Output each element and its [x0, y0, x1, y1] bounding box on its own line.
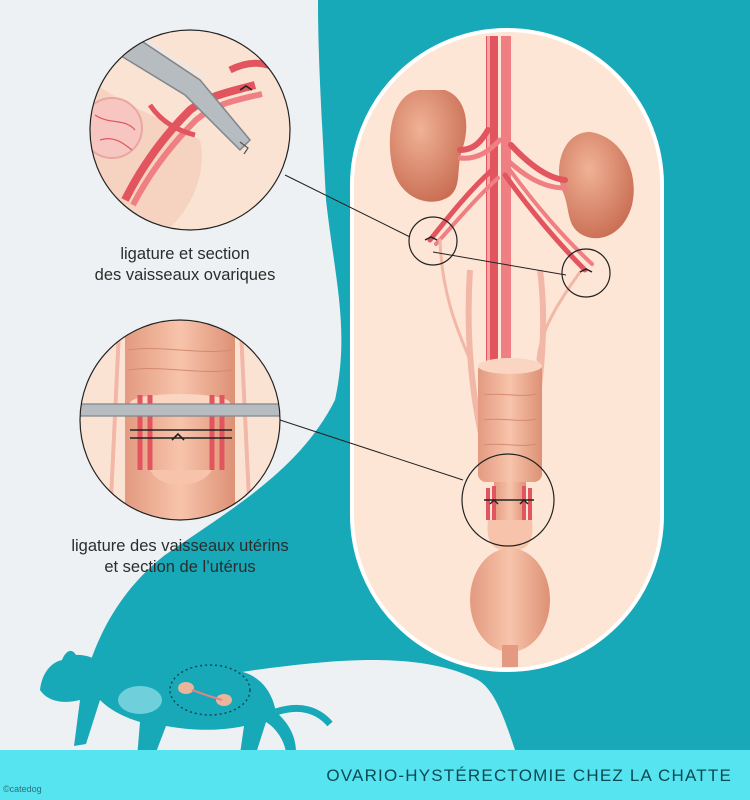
zoom-uterine-ligature: [79, 319, 281, 521]
right-kidney: [559, 132, 634, 239]
leader-line-uterine: [279, 419, 464, 481]
ovarian-vessels: [427, 127, 594, 362]
ovarian-caption-line1: ligature et section: [120, 245, 250, 263]
uterine-caption: ligature des vaisseaux utérins et sectio…: [20, 536, 340, 578]
ovarian-caption: ligature et section des vaisseaux ovariq…: [60, 244, 310, 286]
uterine-ligature: [461, 453, 555, 547]
uterine-caption-line2: et section de l’utérus: [104, 558, 256, 576]
credit-text: ©catedog: [3, 784, 42, 794]
uterus: [470, 358, 550, 667]
leader-line-ovarian: [284, 174, 411, 238]
leader-line-ovarian-2: [432, 251, 567, 276]
ovarian-ligature-marker-right: [561, 248, 611, 298]
zoom-ovarian-vessels: [89, 29, 291, 231]
uterine-caption-line1: ligature des vaisseaux utérins: [71, 537, 289, 555]
cat-illustration: [40, 650, 333, 770]
ovarian-caption-line2: des vaisseaux ovariques: [94, 266, 276, 284]
main-vessels: [486, 36, 511, 362]
page-title: OVARIO-HYSTÉRECTOMIE CHEZ LA CHATTE: [326, 766, 732, 785]
ovarian-ligature-marker-left: [408, 216, 458, 266]
footer-band: [0, 750, 750, 800]
left-kidney: [389, 90, 467, 202]
